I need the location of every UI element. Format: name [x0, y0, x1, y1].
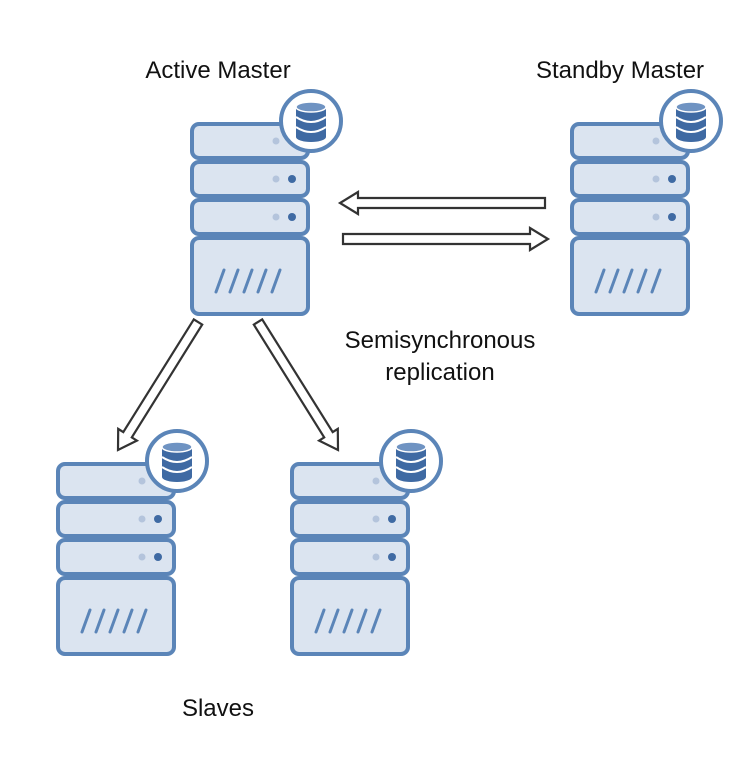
- status-light: [288, 175, 296, 183]
- replication-label-line1: Semisynchronous: [345, 327, 536, 354]
- status-light: [138, 515, 146, 523]
- status-light: [388, 515, 396, 523]
- standby-master-server-icon: [570, 89, 723, 316]
- replication-label-line2: replication: [385, 359, 494, 386]
- status-light: [138, 553, 146, 561]
- status-light: [668, 213, 676, 221]
- arrow-standby-master-to-active-master: [337, 190, 547, 216]
- vent-slash: [356, 608, 368, 634]
- status-light: [154, 553, 162, 561]
- vent-slash: [228, 268, 240, 294]
- server-unit: [190, 160, 310, 198]
- database-icon: [659, 89, 723, 153]
- vent-slash: [622, 268, 634, 294]
- slave-1-server-icon: [56, 429, 209, 656]
- vent-slash: [650, 268, 662, 294]
- vent-slash: [122, 608, 134, 634]
- status-light: [272, 213, 280, 221]
- vent-slash: [242, 268, 254, 294]
- vent-slash: [328, 608, 340, 634]
- vent-slash: [108, 608, 120, 634]
- status-light: [288, 213, 296, 221]
- status-light: [652, 137, 660, 145]
- status-light: [372, 515, 380, 523]
- status-light: [388, 553, 396, 561]
- server-unit: [190, 198, 310, 236]
- slave-2-server-icon: [290, 429, 443, 656]
- vent-slash: [342, 608, 354, 634]
- arrow-active-master-to-slave-2: [252, 317, 340, 452]
- vent-slash: [256, 268, 268, 294]
- vent-slash: [80, 608, 92, 634]
- status-light: [652, 175, 660, 183]
- vent-slash: [94, 608, 106, 634]
- vent-slash: [594, 268, 606, 294]
- status-light: [372, 553, 380, 561]
- status-light: [668, 175, 676, 183]
- server-unit: [56, 538, 176, 576]
- status-light: [154, 515, 162, 523]
- vent-slash: [314, 608, 326, 634]
- server-unit: [56, 500, 176, 538]
- vent-slash: [370, 608, 382, 634]
- server-unit: [570, 198, 690, 236]
- status-light: [138, 477, 146, 485]
- active-master-server-icon: [190, 89, 343, 316]
- server-unit: [290, 500, 410, 538]
- vent-slash: [214, 268, 226, 294]
- slaves-label: Slaves: [182, 695, 254, 722]
- server-unit: [290, 538, 410, 576]
- vent-slash: [636, 268, 648, 294]
- active-master-label: Active Master: [145, 57, 290, 84]
- status-light: [272, 175, 280, 183]
- arrow-active-master-to-standby-master: [341, 226, 551, 252]
- server-unit: [570, 160, 690, 198]
- status-light: [652, 213, 660, 221]
- vent-slash: [608, 268, 620, 294]
- database-icon: [379, 429, 443, 493]
- vent-slash: [270, 268, 282, 294]
- database-icon: [279, 89, 343, 153]
- standby-master-label: Standby Master: [536, 57, 704, 84]
- status-light: [272, 137, 280, 145]
- status-light: [372, 477, 380, 485]
- vent-slash: [136, 608, 148, 634]
- arrow-active-master-to-slave-1: [116, 317, 204, 452]
- database-icon: [145, 429, 209, 493]
